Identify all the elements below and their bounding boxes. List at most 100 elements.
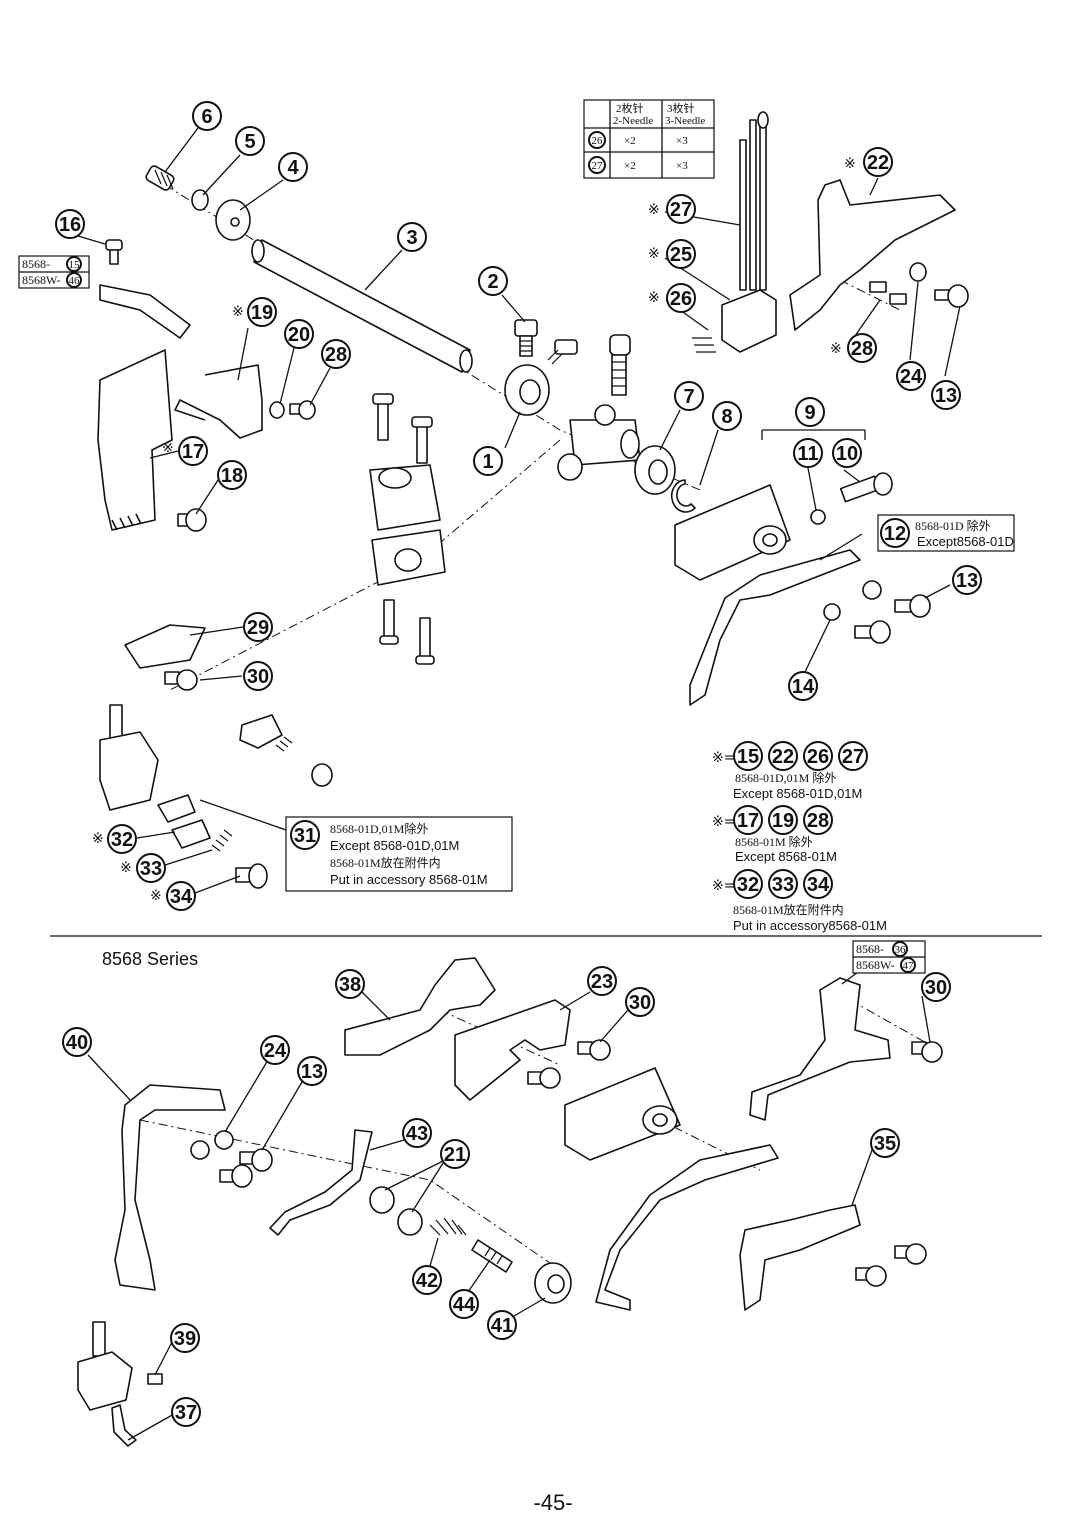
svg-text:※=: ※= [712,814,735,830]
washer-part-14 [823,603,841,621]
legend-b: ※= 8568-01M 除外 Except 8568-01M [712,814,837,864]
callout-12: 12 [880,518,910,548]
svg-text:19: 19 [251,302,273,324]
callout-20: 20 [284,319,314,349]
table-cell: ×2 [624,135,636,147]
arm-part-38 [344,957,496,1056]
callout-28-left: 28 [321,339,351,369]
holder-part-9 [674,484,791,581]
looper-holder-part-39 [77,1321,163,1411]
svg-text:28: 28 [807,810,829,832]
svg-text:※: ※ [162,440,174,456]
svg-text:30: 30 [247,666,269,688]
note-box-31: 8568-01D,01M除外 Except 8568-01D,01M 8568-… [285,816,513,892]
screws-part-13-bottom [219,1148,273,1188]
washer-part-24 [909,262,927,282]
svg-text:46: 46 [69,275,81,287]
svg-text:8568-01D,01M 除外: 8568-01D,01M 除外 [735,770,836,785]
svg-text:6: 6 [201,106,212,128]
callout-33: 33 [136,853,166,883]
svg-text:8: 8 [721,406,732,428]
tension-disc-part-21b [397,1208,423,1236]
screw-part-16 [105,239,123,265]
bracket-part-12 [689,549,861,706]
svg-text:18: 18 [221,465,243,487]
holder-bottom [564,1067,681,1161]
washer-part-5 [191,189,209,211]
callout-labels: 6 5 4 16 3 2 19 20 28 17 18 1 7 8 9 11 1… [55,101,982,1427]
legend-a: ※= 8568-01D,01M 除外 Except 8568-01D,01M [712,750,862,801]
svg-text:22: 22 [772,746,794,768]
svg-text:8568-01M 除外: 8568-01M 除外 [735,834,813,849]
svg-text:24: 24 [264,1040,287,1062]
washer-part-11 [810,509,826,525]
svg-text:23: 23 [591,971,613,993]
legend-callout-32: 32 [733,869,763,899]
svg-text:Put in accessory8568-01M: Put in accessory8568-01M [733,918,887,933]
callout-11: 11 [793,438,823,468]
collar-part-1 [504,334,631,416]
callout-17: 17 [178,436,208,466]
svg-text:3: 3 [406,227,417,249]
svg-text:32: 32 [737,874,759,896]
svg-text:8568-: 8568- [856,942,884,956]
callout-27: 26 [666,283,696,313]
svg-text:8568-: 8568- [22,257,50,271]
needle-bars-part-26 [739,111,769,291]
callout-29: 29 [243,612,273,642]
screw-part-10 [839,472,893,503]
block-part-25 [721,289,777,353]
svg-text:32: 32 [111,829,133,851]
callout-8: 8 [712,401,742,431]
washer-part-20 [269,401,285,419]
svg-text:※: ※ [120,860,132,876]
screw-part-28-left [289,400,316,420]
svg-text:※: ※ [648,202,660,218]
screw-part-18 [177,508,207,532]
callout-13-top: 13 [931,380,961,410]
svg-text:20: 20 [288,324,310,346]
tension-disc-part-21a [369,1186,395,1214]
svg-text:30: 30 [925,977,947,999]
nut-part-34 [235,863,268,889]
svg-text:35: 35 [874,1133,896,1155]
callout-23: 23 [587,966,617,996]
svg-text:※=: ※= [712,878,735,894]
legend-callout-17: 17 [733,805,763,835]
callout-31: 31 [290,820,320,850]
callout-32: 32 [107,824,137,854]
callout-4: 4 [278,152,308,182]
callout-24-bottom: 24 [260,1035,290,1065]
svg-text:7: 7 [683,386,694,408]
svg-text:38: 38 [339,974,361,996]
svg-text:26: 26 [670,288,692,310]
svg-text:34: 34 [807,874,830,896]
bracket-part-36 [749,977,891,1121]
legend-callout-26: 26 [803,741,833,771]
table-cell: ×3 [676,135,688,147]
svg-text:Except 8568-01D,01M: Except 8568-01D,01M [733,786,862,801]
bracket-part-35 [739,1204,861,1311]
callout-9: 9 [795,397,825,427]
svg-text:33: 33 [772,874,794,896]
callout-42: 42 [412,1265,442,1295]
callout-21: 21 [440,1139,470,1169]
guide-arm-bottom [595,1144,779,1311]
looper-part-37 [111,1404,137,1447]
svg-text:47: 47 [903,960,915,972]
callout-5: 5 [235,126,265,156]
tension-plate-b [157,794,196,823]
svg-text:36: 36 [895,944,907,956]
tension-plate-a [239,714,283,749]
svg-text:10: 10 [836,443,858,465]
table-row-part: 27 [592,160,604,172]
cross-connector [557,404,641,481]
callout-14: 14 [788,671,818,701]
svg-text:13: 13 [956,570,978,592]
svg-text:17: 17 [182,441,204,463]
screw-part-30 [164,669,198,691]
exception-marks: ※ ※ ※ ※ ※ ※ ※ ※ ※ ※ [92,156,856,904]
callout-13-right: 13 [952,565,982,595]
note-box-36-47: 8568- 36 8568W- 47 [852,940,926,974]
